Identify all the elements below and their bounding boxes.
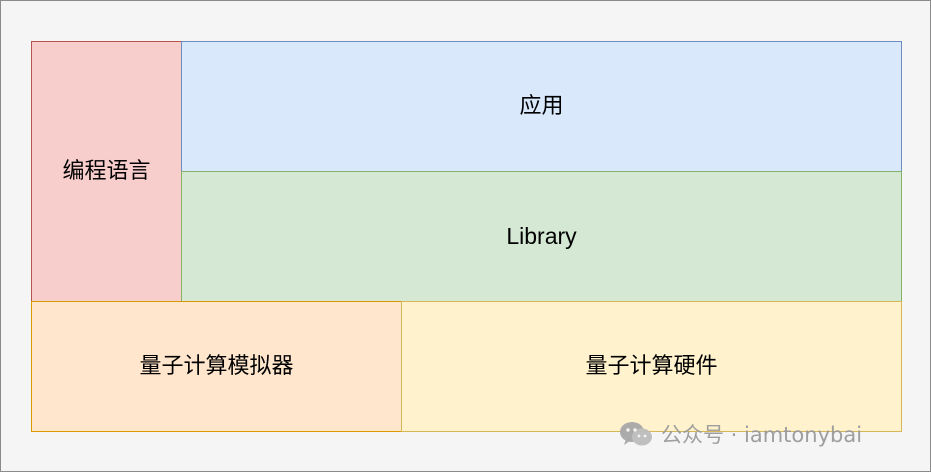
programming-language-label: 编程语言: [62, 158, 151, 184]
application-block: 应用: [181, 41, 902, 172]
wechat-icon: [619, 420, 653, 448]
library-label: Library: [506, 223, 577, 249]
watermark-text: 公众号 · iamtonybai: [661, 423, 863, 447]
programming-language-block: 编程语言: [31, 41, 182, 302]
quantum-hardware-label: 量子计算硬件: [585, 353, 718, 379]
application-label: 应用: [519, 93, 564, 119]
watermark: 公众号 · iamtonybai: [619, 419, 862, 449]
quantum-hardware-block: 量子计算硬件: [401, 301, 902, 432]
quantum-simulator-block: 量子计算模拟器: [31, 301, 402, 432]
library-block: Library: [181, 171, 902, 302]
quantum-simulator-label: 量子计算模拟器: [139, 353, 294, 379]
